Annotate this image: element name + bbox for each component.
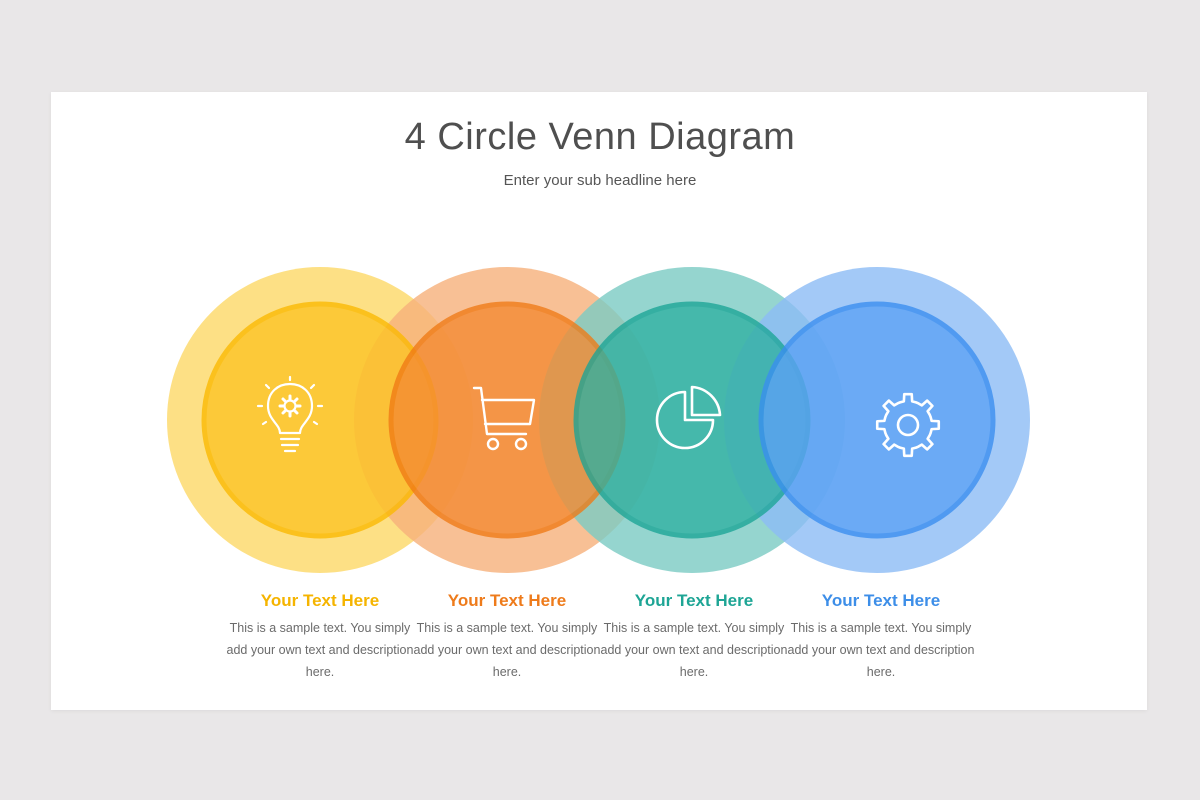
caption-description: This is a sample text. You simply add yo… [226, 621, 414, 679]
caption-3: Your Text Here This is a sample text. Yo… [599, 590, 789, 683]
page-title: 4 Circle Venn Diagram [404, 116, 796, 158]
caption-2: Your Text Here This is a sample text. Yo… [412, 590, 602, 683]
lightbulb-gear-icon [256, 375, 324, 453]
caption-4: Your Text Here This is a sample text. Yo… [786, 590, 976, 683]
caption-title: Your Text Here [821, 591, 941, 610]
page-subtitle: Enter your sub headline here [503, 172, 697, 189]
caption-title: Your Text Here [634, 591, 754, 610]
caption-1: Your Text Here This is a sample text. Yo… [225, 590, 415, 683]
gear-icon [875, 392, 941, 458]
pie-chart-icon [655, 385, 722, 450]
caption-description: This is a sample text. You simply add yo… [413, 621, 601, 679]
shopping-cart-icon [472, 386, 536, 451]
caption-title: Your Text Here [260, 591, 380, 610]
caption-title: Your Text Here [447, 591, 567, 610]
caption-description: This is a sample text. You simply add yo… [787, 621, 975, 679]
caption-description: This is a sample text. You simply add yo… [600, 621, 788, 679]
